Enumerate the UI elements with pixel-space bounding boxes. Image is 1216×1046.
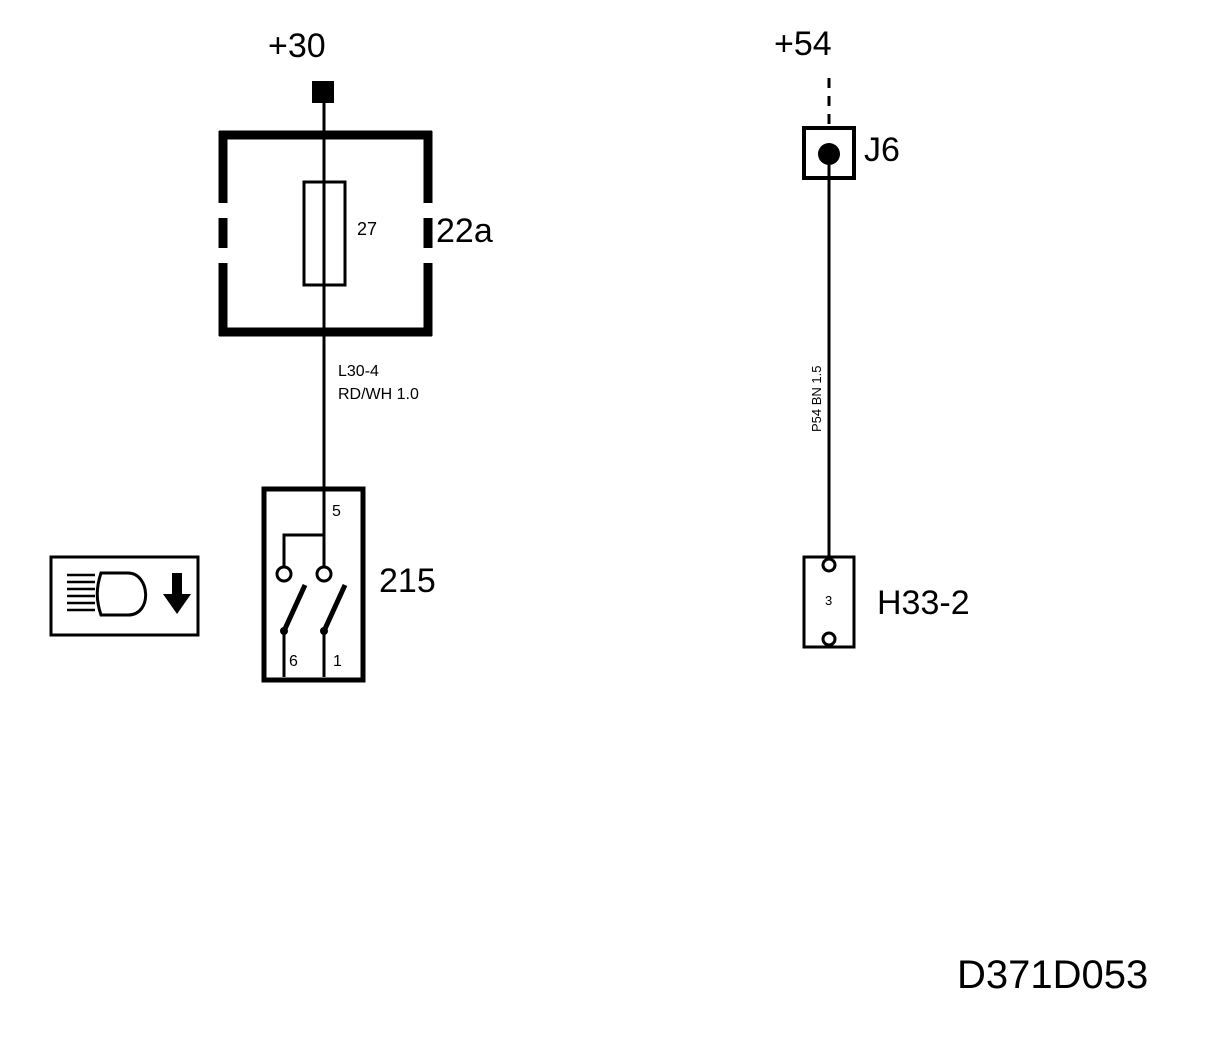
switch-pin-5: 5 [332, 503, 341, 520]
wire-p54-spec: P54 BN 1.5 [809, 366, 824, 433]
connector-h33-pin: 3 [825, 593, 832, 608]
terminal-plus30-label: +30 [268, 27, 326, 65]
connector-h33-id: H33-2 [877, 584, 970, 622]
fuse-box-id: 22a [436, 212, 493, 250]
connector-j6-id: J6 [864, 131, 900, 169]
terminal-plus30-square [312, 81, 334, 103]
wire-code: L30-4 [338, 363, 379, 380]
diagram-id: D371D053 [957, 953, 1148, 997]
connector-j6 [802, 126, 856, 180]
terminal-plus54-label: +54 [774, 25, 832, 63]
wire-spec: RD/WH 1.0 [338, 386, 419, 403]
switch-id: 215 [379, 562, 436, 600]
switch-215 [261, 486, 366, 683]
fuse-box-22a [218, 130, 433, 337]
connector-h33-2 [802, 555, 856, 649]
fuse-number: 27 [357, 219, 377, 239]
switch-pin-1: 1 [333, 653, 342, 670]
switch-pin-6: 6 [289, 653, 298, 670]
headlight-low-beam-down-icon [49, 555, 200, 637]
